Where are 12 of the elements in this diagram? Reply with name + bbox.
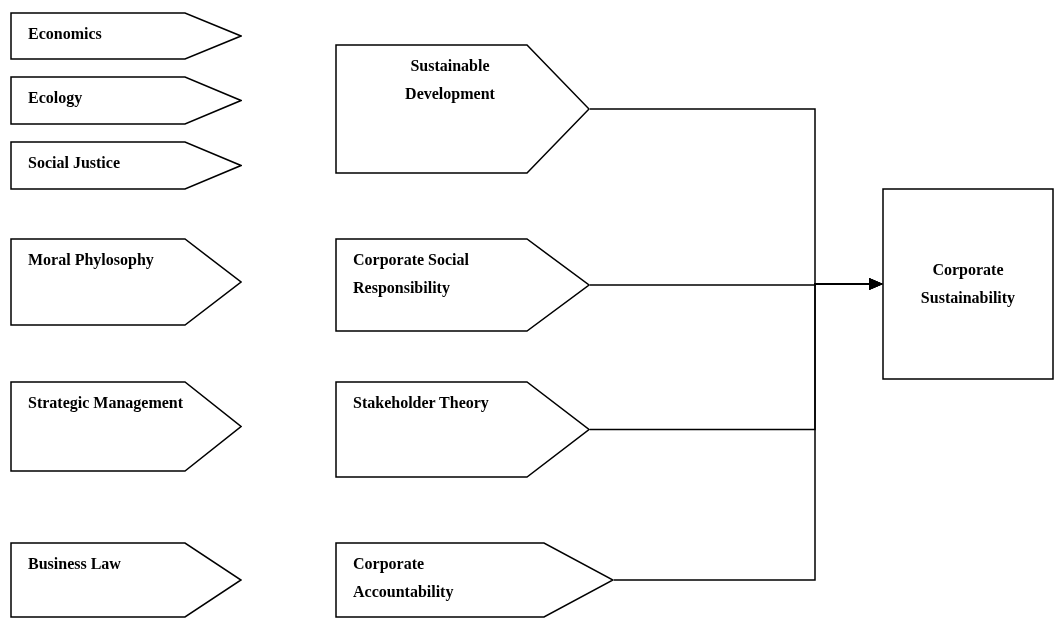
connector-arrow	[613, 278, 883, 581]
node-label: Strategic Management	[28, 393, 184, 414]
node-label: Business Law	[28, 554, 121, 574]
node-label: Social Justice	[28, 153, 120, 173]
node-label: Corporate Accountability	[353, 554, 455, 603]
node-label: Economics	[28, 24, 102, 44]
node-label: Ecology	[28, 88, 83, 109]
node-label: Corporate Social Responsibility	[353, 250, 470, 299]
node-label: Stakeholder Theory	[353, 393, 489, 414]
node-label: Corporate Sustainability	[919, 260, 1017, 309]
node-label: Sustainable Development	[404, 56, 496, 105]
node-label: Moral Phylosophy	[28, 250, 154, 271]
